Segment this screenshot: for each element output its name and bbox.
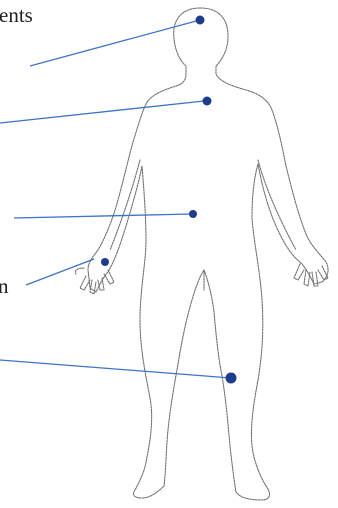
human-body-outline (75, 8, 328, 500)
abdomen-marker (189, 210, 197, 218)
hand-marker (101, 258, 109, 266)
right-hand-fingers (294, 264, 328, 286)
head-marker (196, 16, 205, 25)
label-hand: n (0, 274, 9, 298)
pointer-line-knee (0, 360, 231, 378)
pointer-line-chest (0, 101, 204, 123)
pointer-lines (0, 20, 231, 378)
knee-marker (226, 373, 237, 384)
body-silhouette (88, 8, 328, 500)
label-top: ents (0, 3, 33, 27)
right-inner-arm (258, 160, 296, 250)
chest-marker (203, 97, 212, 106)
pointer-line-abdomen (14, 214, 192, 218)
